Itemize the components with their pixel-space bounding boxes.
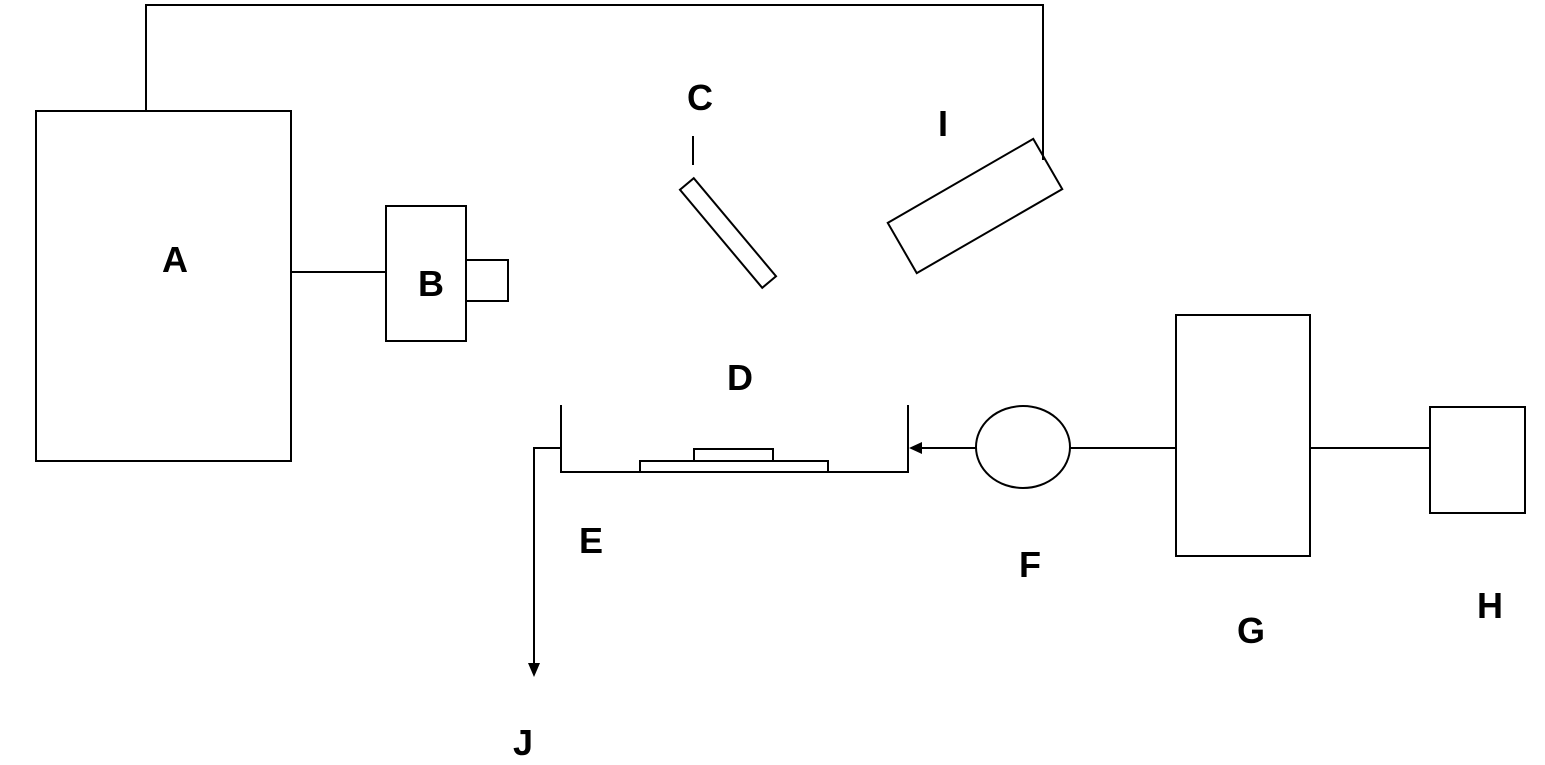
label-j: J: [513, 722, 533, 763]
component-g-box: [1175, 314, 1311, 557]
label-h: H: [1477, 585, 1503, 626]
label-d: D: [727, 357, 753, 398]
component-b-nozzle: [465, 259, 509, 302]
component-f-ellipse: [975, 405, 1071, 489]
component-c-mirror: [678, 176, 778, 290]
label-c: C: [687, 77, 713, 118]
component-h-box: [1429, 406, 1526, 514]
component-a-box: [35, 110, 292, 462]
component-d-substrate: [639, 460, 829, 473]
label-b: B: [418, 263, 444, 304]
label-g: G: [1237, 610, 1265, 651]
outlet-line-to-j: [533, 447, 561, 665]
inlet-arrowhead: [909, 442, 922, 454]
component-d-sample: [693, 448, 774, 462]
connector-a-to-i: [145, 4, 1044, 160]
label-a: A: [162, 239, 188, 280]
component-i-box: [886, 137, 1064, 275]
outlet-arrowhead: [528, 663, 540, 677]
label-i: I: [938, 103, 948, 144]
label-e: E: [579, 520, 603, 561]
label-f: F: [1019, 544, 1041, 585]
